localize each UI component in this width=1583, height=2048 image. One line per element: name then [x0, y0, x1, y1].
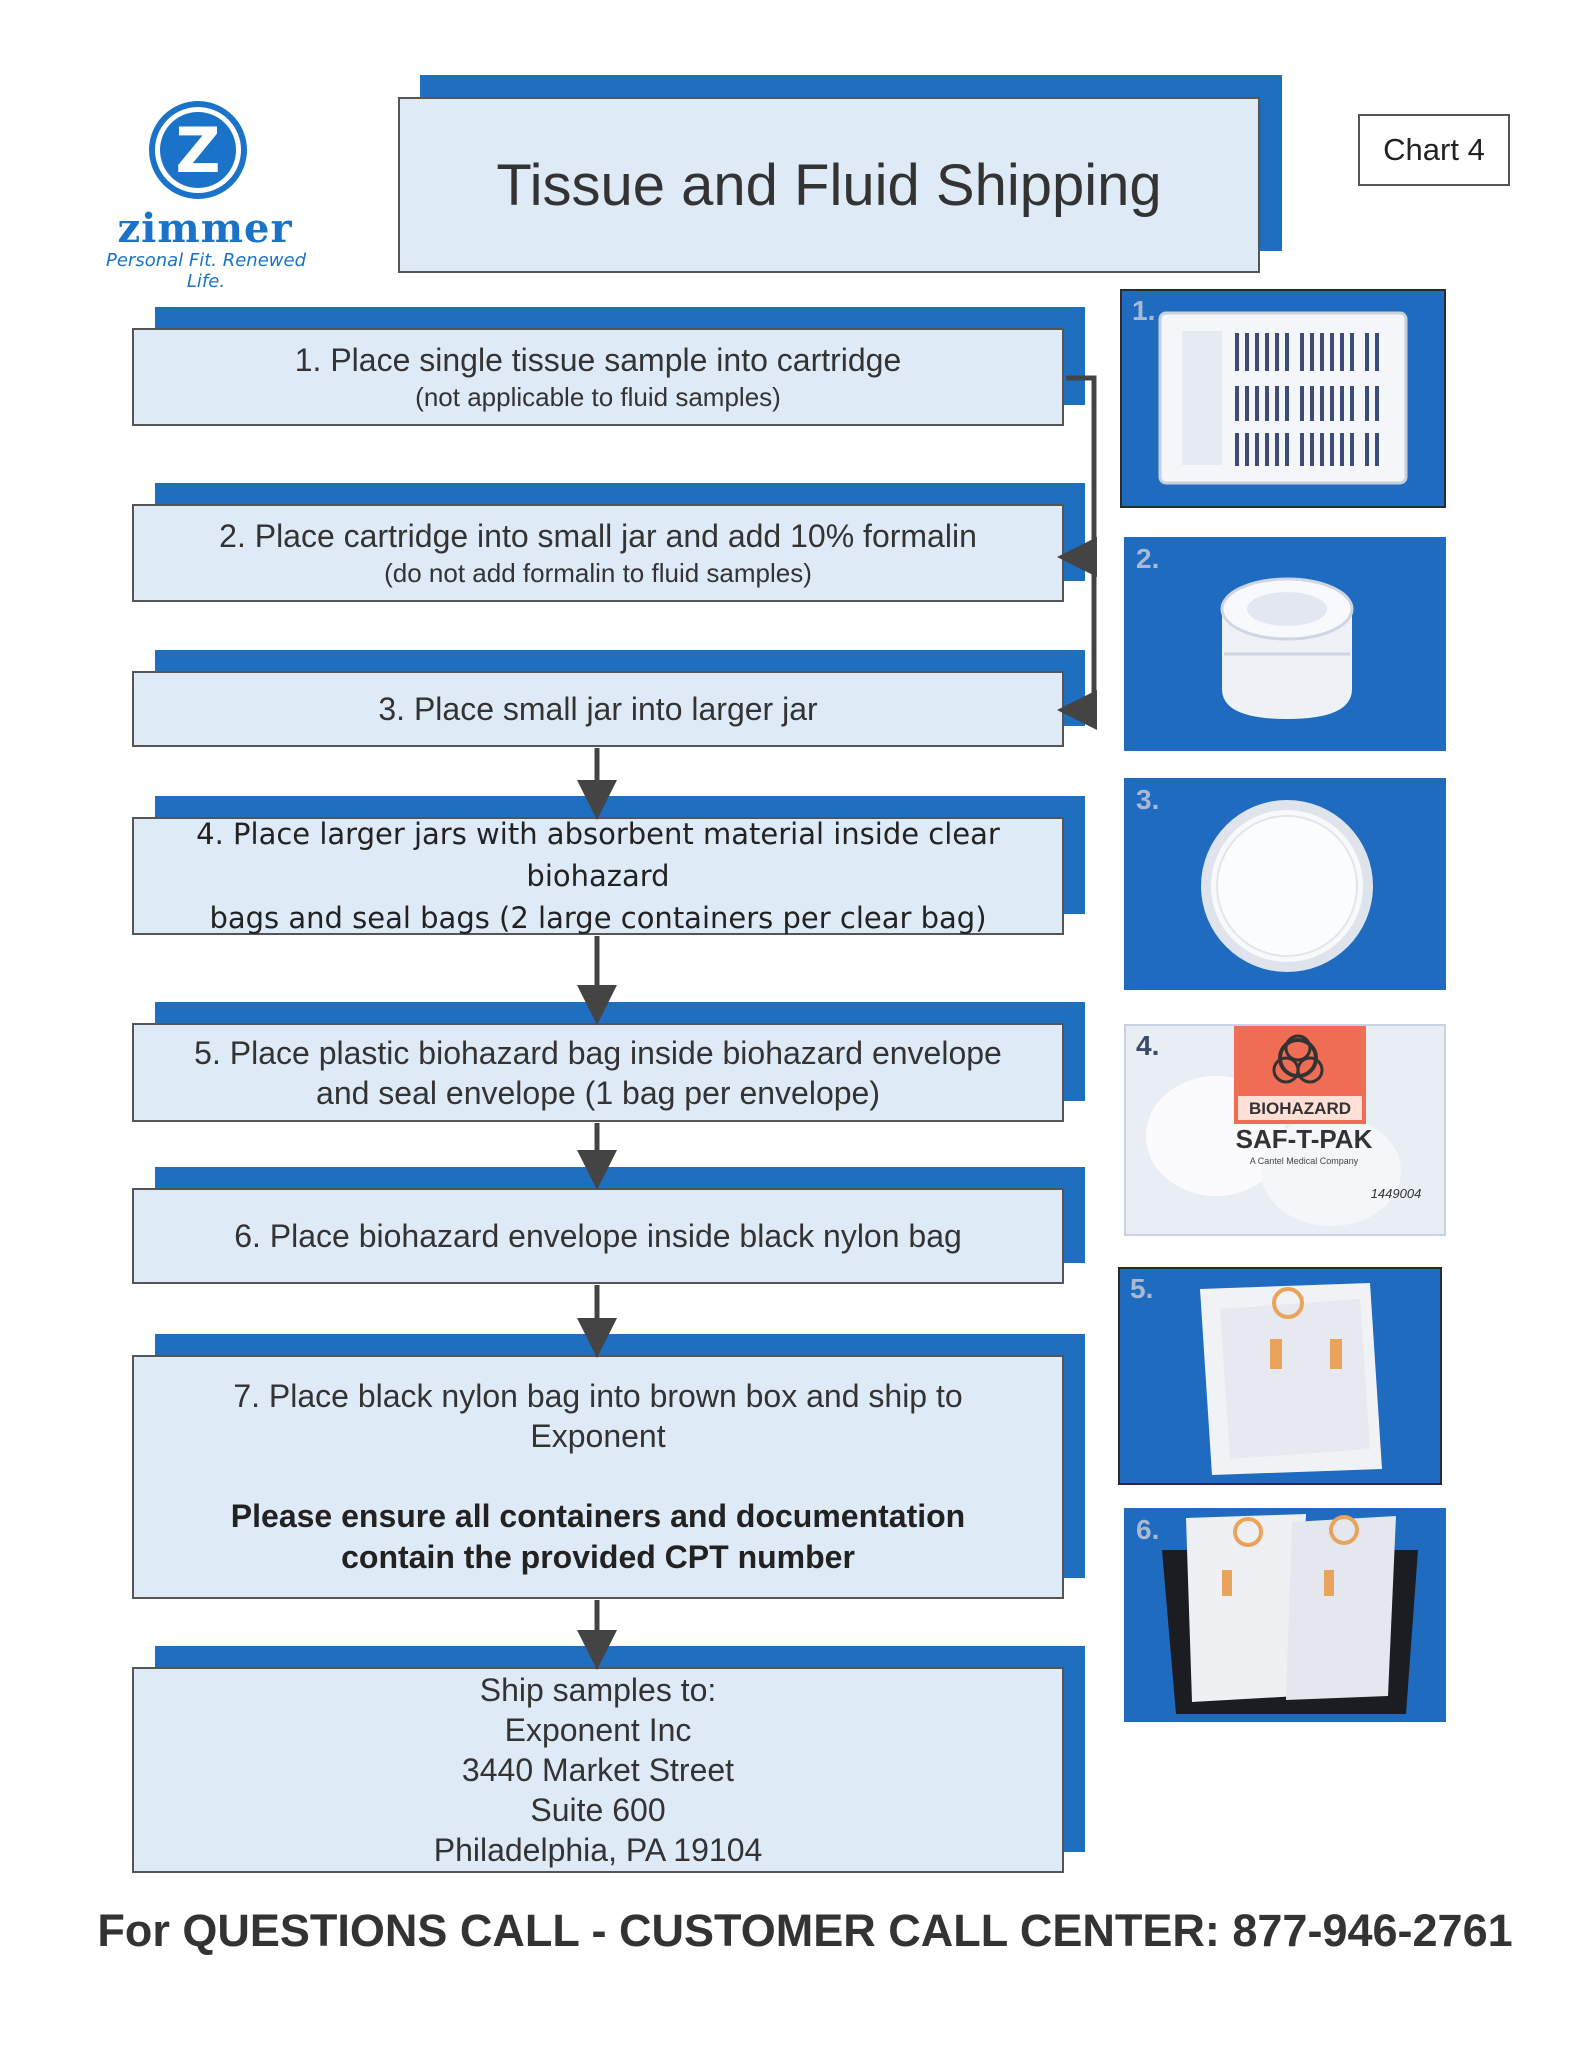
logo-letter: Z [176, 114, 221, 187]
photo-2-label: 2. [1136, 543, 1160, 574]
small-jar-image-icon [1220, 577, 1354, 719]
cartridge-image-icon [1158, 311, 1408, 485]
step-7-note-line-1: Please ensure all containers and documen… [230, 1498, 966, 1534]
saftpak-brand-sub: A Cantel Medical Company [1250, 1156, 1359, 1166]
step-5-line-2: and seal envelope (1 bag per envelope) [316, 1074, 880, 1111]
bracket-arrow-step-3 [1057, 375, 1097, 730]
zimmer-logo-icon: Z [149, 101, 247, 199]
step-2-note: (do not add formalin to fluid samples) [384, 558, 812, 588]
address-company: Exponent Inc [504, 1712, 692, 1748]
photo-5-label: 5. [1130, 1273, 1154, 1304]
step-4-line-2: bags and seal bags (2 large containers p… [209, 901, 987, 935]
black-nylon-bag-image-icon [1162, 1514, 1418, 1714]
step-4-line-1: 4. Place larger jars with absorbent mate… [196, 817, 1000, 893]
step-5-line-1: 5. Place plastic biohazard bag inside bi… [194, 1034, 1002, 1071]
address-street: 3440 Market Street [461, 1752, 735, 1788]
page-title: Tissue and Fluid Shipping [496, 152, 1162, 218]
step-4-box: 4. Place larger jars with absorbent mate… [132, 817, 1064, 935]
address-suite: Suite 600 [530, 1792, 666, 1828]
photo-cartridge: 1. [1120, 289, 1446, 508]
bag-code: 1449004 [1371, 1186, 1422, 1201]
photo-6-label: 6. [1136, 1514, 1160, 1545]
step-3-box: 3. Place small jar into larger jar [132, 671, 1064, 747]
logo-tagline: Personal Fit. Renewed Life. [105, 250, 307, 292]
photo-small-jar: 2. [1124, 537, 1446, 751]
address-city: Philadelphia, PA 19104 [433, 1832, 763, 1868]
step-1-text: 1. Place single tissue sample into cartr… [294, 342, 902, 378]
step-5-box: 5. Place plastic biohazard bag inside bi… [132, 1023, 1064, 1122]
larger-jar-image-icon [1201, 800, 1373, 972]
step-1-note: (not applicable to fluid samples) [415, 382, 781, 412]
photo-larger-jar: 3. [1124, 778, 1446, 990]
chart-label: Chart 4 [1358, 114, 1510, 186]
step-7-line-1: 7. Place black nylon bag into brown box … [233, 1378, 963, 1414]
address-heading: Ship samples to: [479, 1672, 717, 1708]
step-7-note-line-2: contain the provided CPT number [341, 1539, 855, 1575]
address-box: Ship samples to: Exponent Inc 3440 Marke… [132, 1667, 1064, 1873]
step-1-box: 1. Place single tissue sample into cartr… [132, 328, 1064, 426]
step-6-text: 6. Place biohazard envelope inside black… [234, 1218, 962, 1254]
title-box: Tissue and Fluid Shipping [398, 97, 1260, 273]
step-2-box: 2. Place cartridge into small jar and ad… [132, 504, 1064, 602]
step-2-text: 2. Place cartridge into small jar and ad… [219, 518, 977, 554]
biohazard-sticker-text: BIOHAZARD [1249, 1099, 1351, 1118]
photo-biohazard-envelope: 5. [1118, 1267, 1442, 1485]
biohazard-bag-image-icon: BIOHAZARD SAF-T-PAK A Cantel Medical Com… [1146, 1026, 1422, 1226]
photo-black-nylon-bag: 6. [1124, 1508, 1446, 1722]
biohazard-envelope-image-icon [1200, 1283, 1382, 1475]
photo-1-label: 1. [1132, 295, 1156, 326]
saftpak-brand: SAF-T-PAK [1236, 1124, 1373, 1154]
logo-wordmark: zimmer [117, 205, 293, 252]
step-7-line-2: Exponent [530, 1418, 666, 1454]
footer-call-center: For QUESTIONS CALL - CUSTOMER CALL CENTE… [97, 1905, 1513, 1956]
photo-biohazard-bag: 4. BIOHAZARD SAF-T-PAK A Cantel Medical … [1124, 1024, 1446, 1236]
photo-3-label: 3. [1136, 784, 1160, 815]
step-3-text: 3. Place small jar into larger jar [378, 691, 818, 727]
step-7-box: 7. Place black nylon bag into brown box … [132, 1355, 1064, 1599]
photo-4-label: 4. [1136, 1030, 1160, 1061]
